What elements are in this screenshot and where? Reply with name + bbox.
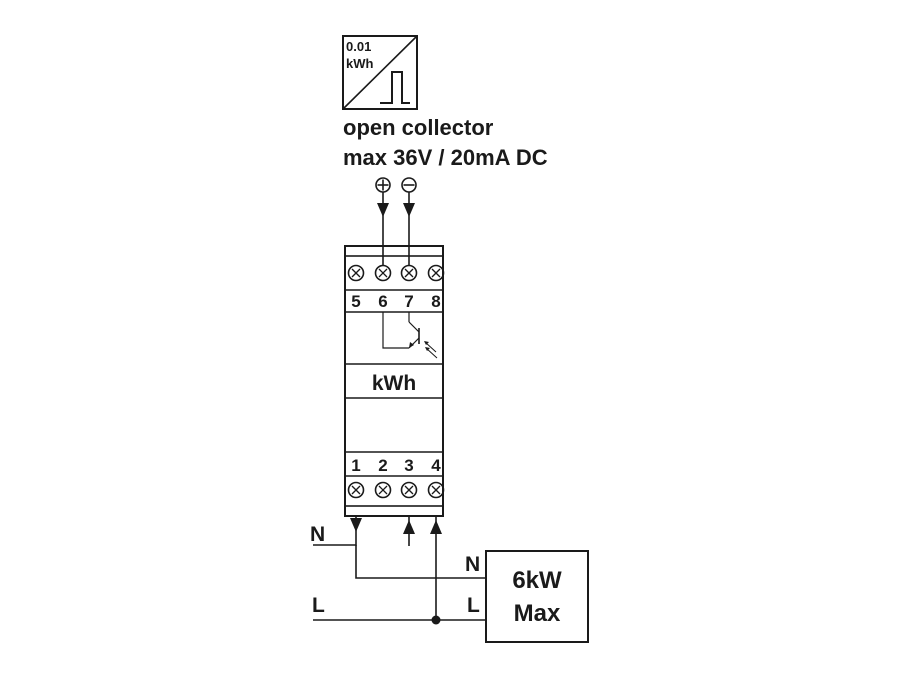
display-label: kWh (372, 372, 416, 395)
plus-terminal-icon (375, 177, 391, 193)
screw-icon (427, 481, 445, 499)
optocoupler-icon (382, 312, 438, 359)
screw-icon (347, 481, 365, 499)
output-type-text: open collector (343, 115, 494, 140)
output-wires (377, 192, 415, 266)
pulse-output-symbol: 0.01 kWh (342, 35, 418, 110)
arrow-up-icon (403, 520, 415, 534)
terminal-number: 5 (351, 292, 360, 311)
output-rating-text: max 36V / 20mA DC (343, 145, 548, 170)
screw-icon (400, 264, 418, 282)
junction-dot-icon (431, 615, 441, 625)
screw-icon (374, 264, 392, 282)
load-neutral-label: N (465, 553, 480, 576)
terminal-number: 2 (378, 456, 387, 475)
terminal-number: 6 (378, 292, 387, 311)
terminal-number: 1 (351, 456, 360, 475)
terminal-number: 4 (431, 456, 441, 475)
load-line-label: L (467, 594, 480, 617)
arrow-up-icon (430, 520, 442, 534)
supply-neutral-label: N (310, 523, 325, 546)
terminal-number: 7 (404, 292, 413, 311)
arrow-down-icon (403, 203, 415, 217)
arrow-down-icon (350, 518, 362, 532)
square-pulse-icon (380, 71, 410, 104)
meter-body (344, 245, 444, 517)
top-terminal-numbers: 5 6 7 8 (351, 292, 440, 311)
load-max-text: Max (514, 600, 561, 627)
minus-terminal-icon (401, 177, 417, 193)
pulse-unit-text: kWh (346, 56, 374, 71)
bottom-terminal-screws (347, 481, 445, 499)
terminal-number: 8 (431, 292, 440, 311)
arrow-down-icon (377, 203, 389, 217)
screw-icon (347, 264, 365, 282)
supply-wiring: N L (310, 516, 486, 625)
screw-icon (400, 481, 418, 499)
screw-icon (427, 264, 445, 282)
supply-line-label: L (312, 594, 325, 617)
screw-icon (374, 481, 392, 499)
load-box: N L 6kW Max (465, 550, 589, 643)
top-terminal-screws (347, 264, 445, 282)
pulse-value-text: 0.01 (346, 39, 371, 54)
bottom-terminal-numbers: 1 2 3 4 (351, 456, 441, 475)
load-rating-text: 6kW (512, 567, 562, 594)
terminal-number: 3 (404, 456, 413, 475)
